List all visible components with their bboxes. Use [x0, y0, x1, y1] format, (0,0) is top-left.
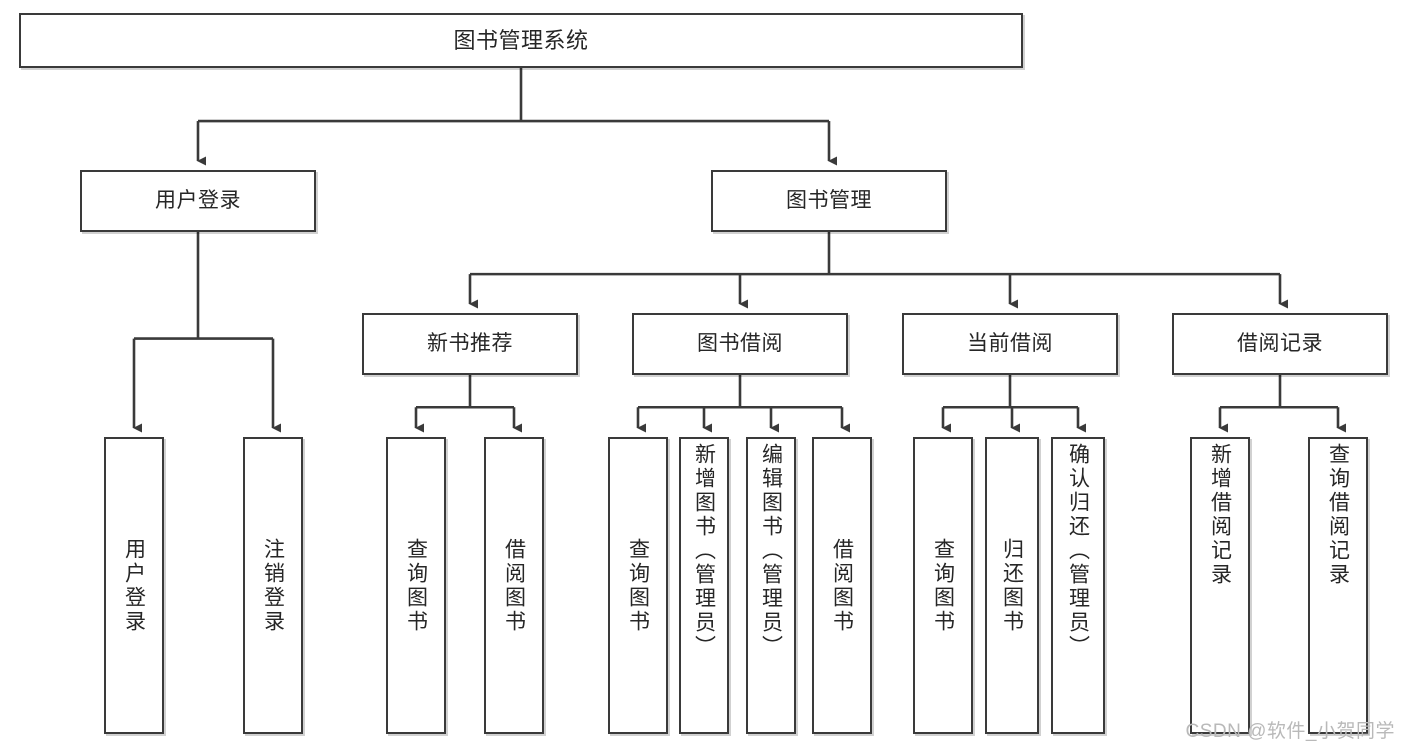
node-label: 注销登录	[261, 537, 285, 634]
leaf-leaf-user-login[interactable]: 用户登录	[104, 437, 164, 734]
leaf-leaf-return-book[interactable]: 归还图书	[985, 437, 1039, 734]
node-label: 编辑图书（管理员）	[759, 443, 783, 659]
node-label: 查询图书	[626, 537, 650, 634]
node-book-borrow[interactable]: 图书借阅	[632, 313, 848, 375]
leaf-leaf-add-book-admin[interactable]: 新增图书（管理员）	[679, 437, 729, 734]
leaf-leaf-add-borrow-record[interactable]: 新增借阅记录	[1190, 437, 1250, 734]
node-label: 用户登录	[155, 188, 241, 212]
node-label: 借阅图书	[502, 537, 526, 634]
node-label: 查询借阅记录	[1326, 443, 1350, 587]
node-label: 用户登录	[122, 537, 146, 634]
csdn-watermark: CSDN @软件_小贺同学	[1185, 721, 1395, 742]
node-label: 归还图书	[1000, 537, 1024, 634]
node-label: 当前借阅	[967, 331, 1053, 355]
node-book-manage[interactable]: 图书管理	[711, 170, 947, 232]
leaf-leaf-edit-book-admin[interactable]: 编辑图书（管理员）	[746, 437, 796, 734]
leaf-leaf-logout-login[interactable]: 注销登录	[243, 437, 303, 734]
leaf-leaf-query-book-2[interactable]: 查询图书	[608, 437, 668, 734]
node-root[interactable]: 图书管理系统	[19, 13, 1023, 68]
node-label: 图书管理	[786, 188, 872, 212]
leaf-leaf-query-borrow-record[interactable]: 查询借阅记录	[1308, 437, 1368, 734]
leaf-leaf-query-book-1[interactable]: 查询图书	[386, 437, 446, 734]
node-current-borrow[interactable]: 当前借阅	[902, 313, 1118, 375]
node-label: 新增借阅记录	[1208, 443, 1232, 587]
node-label: 图书借阅	[697, 331, 783, 355]
leaf-leaf-borrow-book-1[interactable]: 借阅图书	[484, 437, 544, 734]
node-new-book-recommend[interactable]: 新书推荐	[362, 313, 578, 375]
node-label: 新增图书（管理员）	[692, 443, 716, 659]
node-label: 借阅记录	[1237, 331, 1323, 355]
node-label: 确认归还（管理员）	[1066, 443, 1090, 659]
node-label: 查询图书	[931, 537, 955, 634]
node-user-login[interactable]: 用户登录	[80, 170, 316, 232]
node-label: 图书管理系统	[453, 27, 589, 53]
node-label: 新书推荐	[427, 331, 513, 355]
node-borrow-record[interactable]: 借阅记录	[1172, 313, 1388, 375]
node-label: 借阅图书	[830, 537, 854, 634]
leaf-leaf-query-book-3[interactable]: 查询图书	[913, 437, 973, 734]
leaf-leaf-confirm-return-admin[interactable]: 确认归还（管理员）	[1051, 437, 1105, 734]
leaf-leaf-borrow-book-2[interactable]: 借阅图书	[812, 437, 872, 734]
node-label: 查询图书	[404, 537, 428, 634]
